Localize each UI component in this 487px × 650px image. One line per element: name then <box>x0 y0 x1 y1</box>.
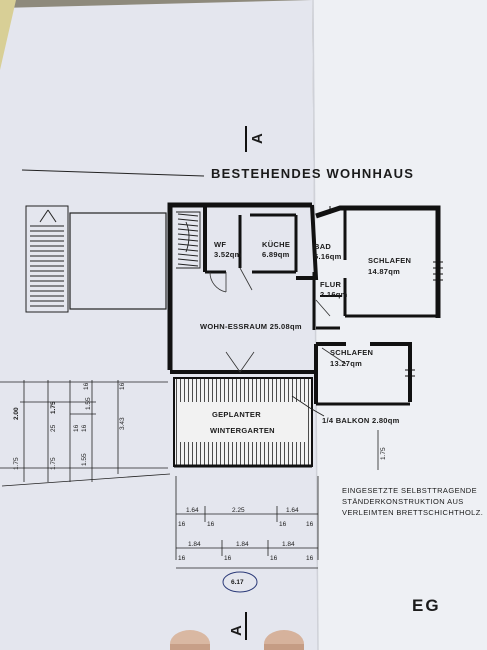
section-marker-label: A <box>249 133 266 144</box>
room-winter-name2: WINTERGARTEN <box>210 426 275 435</box>
interior-stair-tread <box>177 228 199 232</box>
dim-left-h: 1.55 <box>81 453 88 466</box>
dim-left-a: 2.00 <box>13 407 20 420</box>
dim-total: 6.17 <box>231 579 244 586</box>
dim-left-k: 16 <box>83 382 90 390</box>
dim-row3-a: 1.84 <box>188 541 201 548</box>
dim-row4-c: 16 <box>270 555 278 562</box>
room-balkon-name: 1/4 BALKON 2.80qm <box>322 416 400 425</box>
dim-row2-a: 16 <box>178 521 186 528</box>
interior-stair-tread <box>177 258 199 262</box>
note-line-3: VERLEIMTEN BRETTSCHICHTHOLZ. <box>342 508 483 517</box>
interior-stair <box>176 211 201 269</box>
dim-row4-a: 16 <box>178 555 186 562</box>
room-flur-area: 2.16qm <box>320 290 348 299</box>
terrace-outline <box>69 212 167 310</box>
dim-row2-d: 16 <box>306 521 314 528</box>
dim-row2-b: 16 <box>207 521 215 528</box>
interior-stair-tread <box>177 253 199 257</box>
dim-row4-d: 16 <box>306 555 314 562</box>
room-bad-name: BAD <box>314 242 331 251</box>
room-schlafen1-name: SCHLAFEN <box>368 256 411 265</box>
dim-right-a: 1.75 <box>380 447 387 460</box>
dim-left-f: 16 <box>81 424 88 432</box>
interior-stair-tread <box>177 233 199 237</box>
left-dimension-lines <box>0 380 171 487</box>
room-kueche-name: KÜCHE <box>262 240 290 249</box>
dim-row1-b: 2.25 <box>232 507 245 514</box>
room-labels: WF 3.52qm KÜCHE 6.89qm BAD 5.16qm SCHLAF… <box>200 240 411 435</box>
exterior-stairs <box>25 205 69 313</box>
house-walls <box>167 202 441 406</box>
interior-stair-tread <box>177 238 199 242</box>
room-bad-area: 5.16qm <box>314 252 342 261</box>
note-line-1: EINGESETZTE SELBSTTRAGENDE <box>342 486 477 495</box>
dim-left-e: 16 <box>73 424 80 432</box>
interior-stair-tread <box>177 243 199 247</box>
paper-left <box>0 0 318 650</box>
dim-left-g: 1.55 <box>85 397 92 410</box>
paper-right <box>312 0 487 650</box>
balcony-leader <box>291 395 325 417</box>
left-dimension-texts: 2.00 1.75 25 16 16 1.55 1.55 1.75 1.75 3… <box>13 382 126 470</box>
dim-left-j: 3.43 <box>119 417 126 430</box>
plan-title: BESTEHENDES WOHNHAUS <box>211 166 414 181</box>
section-marker-top: A <box>245 126 266 152</box>
section-marker-bottom: A <box>228 612 247 640</box>
dim-row2-c: 16 <box>279 521 287 528</box>
room-flur-name: FLUR <box>320 280 341 289</box>
section-marker-bottom-label: A <box>228 625 245 636</box>
room-wf-name: WF <box>214 240 226 249</box>
interior-stair-tread <box>177 248 199 252</box>
room-kueche-area: 6.89qm <box>262 250 290 259</box>
room-wohn-name: WOHN-ESSRAUM 25.08qm <box>200 322 302 331</box>
fingers <box>170 630 304 650</box>
room-schlafen1-area: 14.87qm <box>368 267 400 276</box>
construction-note: EINGESETZTE SELBSTTRAGENDE STÄNDERKONSTR… <box>342 486 483 517</box>
room-winter-name: GEPLANTER <box>212 410 261 419</box>
dim-row1-c: 1.64 <box>286 507 299 514</box>
note-line-2: STÄNDERKONSTRUKTION AUS <box>342 497 464 506</box>
total-circle <box>222 571 258 593</box>
dim-row3-b: 1.84 <box>236 541 249 548</box>
dim-left-b: 1.75 <box>50 401 57 414</box>
dim-left-i: 1.75 <box>13 457 20 470</box>
dim-row1-a: 1.64 <box>186 507 199 514</box>
interior-stair-tread <box>177 223 199 227</box>
interior-stair-tread <box>177 263 199 267</box>
winter-garden <box>173 377 313 468</box>
window-marks <box>405 261 443 377</box>
bottom-dimension-texts: 1.64 2.25 1.64 16 16 16 16 1.84 1.84 1.8… <box>178 507 314 593</box>
paper-edge <box>0 0 16 70</box>
room-wf-area: 3.52qm <box>214 250 242 259</box>
dim-left-l: 16 <box>119 382 126 390</box>
interior-stair-tread <box>177 218 199 222</box>
dim-left-d: 1.75 <box>50 457 57 470</box>
bottom-dimension-lines <box>175 476 319 569</box>
dim-row4-b: 16 <box>224 555 232 562</box>
interior-stair-tread <box>177 213 199 217</box>
room-schlafen2-area: 13.27qm <box>330 359 362 368</box>
dim-row3-c: 1.84 <box>282 541 295 548</box>
room-schlafen2-name: SCHLAFEN <box>330 348 373 357</box>
title-underline <box>21 169 205 177</box>
dim-left-c: 25 <box>50 424 57 432</box>
floor-label: EG <box>412 596 441 615</box>
right-dimension: 1.75 <box>377 430 387 470</box>
